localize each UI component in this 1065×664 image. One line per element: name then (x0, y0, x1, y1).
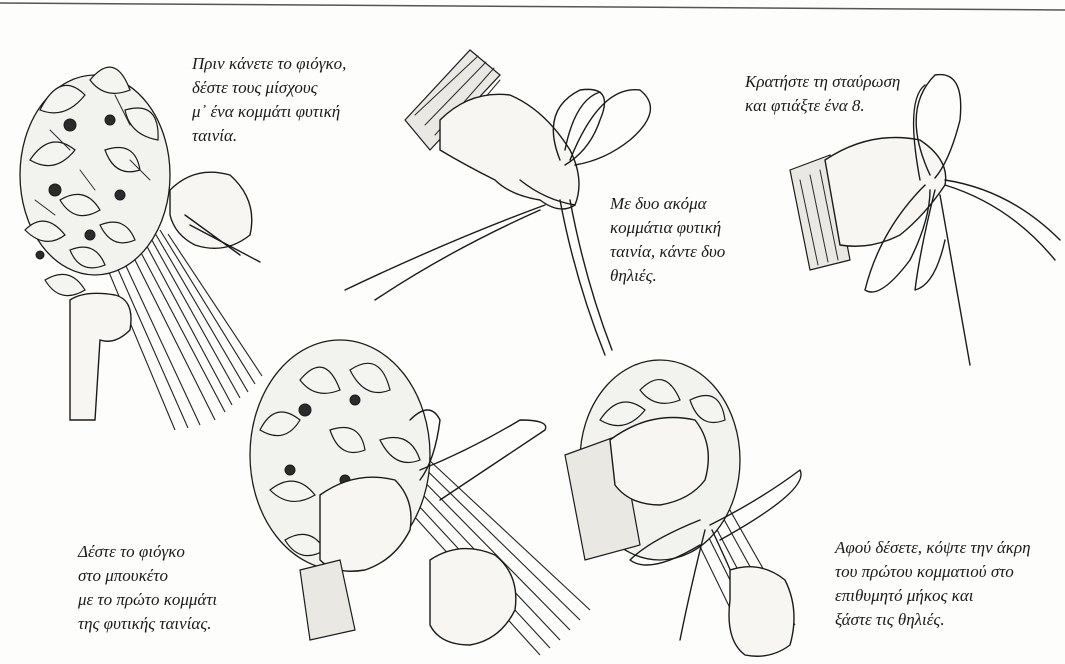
caption-line: Δέστε το φιόγκο (78, 540, 217, 564)
caption-line: Αφού δέσετε, κόψτε την άκρη (835, 536, 1031, 560)
caption-line: Με δυο ακόμα (610, 192, 725, 216)
caption-step1: Πριν κάνετε το φιόγκο, δέστε τους μίσχου… (192, 52, 346, 148)
caption-line: επιθυμητό μήκος και (835, 584, 1031, 608)
caption-line: θηλιές. (610, 264, 725, 288)
finished-bow-illustration-step5 (565, 360, 801, 656)
caption-line: Πριν κάνετε το φιόγκο, (192, 52, 346, 76)
figure-eight-illustration-step3 (790, 75, 1060, 365)
caption-line: με το πρώτο κομμάτι (78, 588, 217, 612)
caption-line: δέστε τους μίσχους (192, 76, 346, 100)
caption-step2: Με δυο ακόμα κομμάτια φυτική ταινία, κάν… (610, 192, 725, 288)
caption-line: του πρώτου κομματιού στο (835, 560, 1031, 584)
caption-line: στο μπουκέτο (78, 564, 217, 588)
tie-bow-illustration-step4 (250, 340, 590, 655)
caption-step5: Αφού δέσετε, κόψτε την άκρη του πρώτου κ… (835, 536, 1031, 632)
caption-line: ταινία, κάντε δυο (610, 240, 725, 264)
caption-step3: Κρατήστε τη σταύρωση και φτιάξτε ένα 8. (745, 70, 900, 118)
caption-line: ταινία. (192, 124, 346, 148)
ribbon-loops-illustration-step2 (345, 50, 650, 355)
scan-edge-line (0, 3, 1065, 10)
caption-line: μ᾽ ένα κομμάτι φυτική (192, 100, 346, 124)
caption-line: κομμάτια φυτική (610, 216, 725, 240)
caption-line: και φτιάξτε ένα 8. (745, 94, 900, 118)
caption-step4: Δέστε το φιόγκο στο μπουκέτο με το πρώτο… (78, 540, 217, 636)
caption-line: Κρατήστε τη σταύρωση (745, 70, 900, 94)
caption-line: της φυτικής ταινίας. (78, 612, 217, 636)
caption-line: ξάστε τις θηλιές. (835, 608, 1031, 632)
